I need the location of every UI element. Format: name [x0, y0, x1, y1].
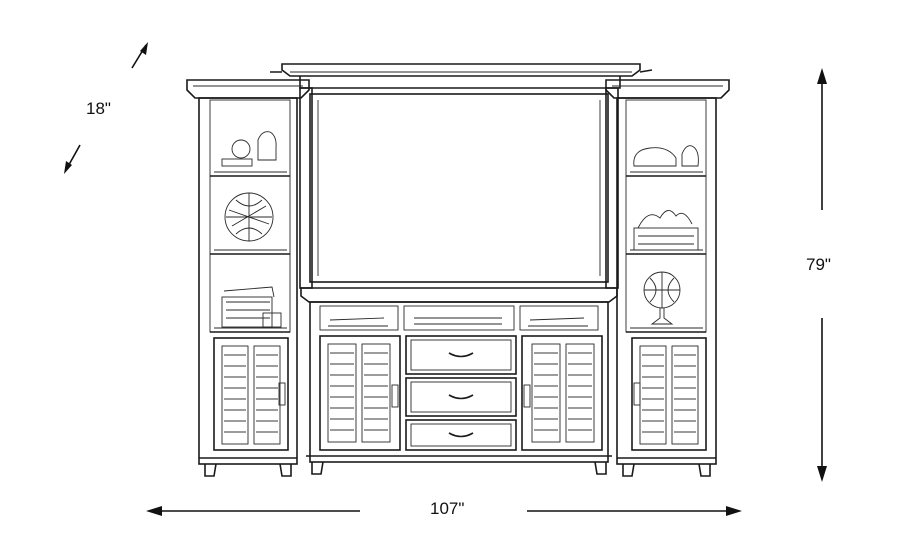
center-console	[300, 287, 618, 475]
height-label: 79"	[806, 255, 831, 274]
bridge-crown	[270, 63, 653, 89]
right-pier-cabinet	[605, 79, 730, 477]
tv-opening	[299, 87, 619, 289]
left-pier-cabinet	[186, 79, 310, 477]
height-dimension-arrow	[817, 68, 827, 482]
depth-dimension-arrows	[64, 42, 148, 174]
width-label: 107"	[430, 499, 465, 518]
depth-label: 18"	[86, 99, 111, 118]
width-dimension-arrow	[146, 506, 742, 516]
